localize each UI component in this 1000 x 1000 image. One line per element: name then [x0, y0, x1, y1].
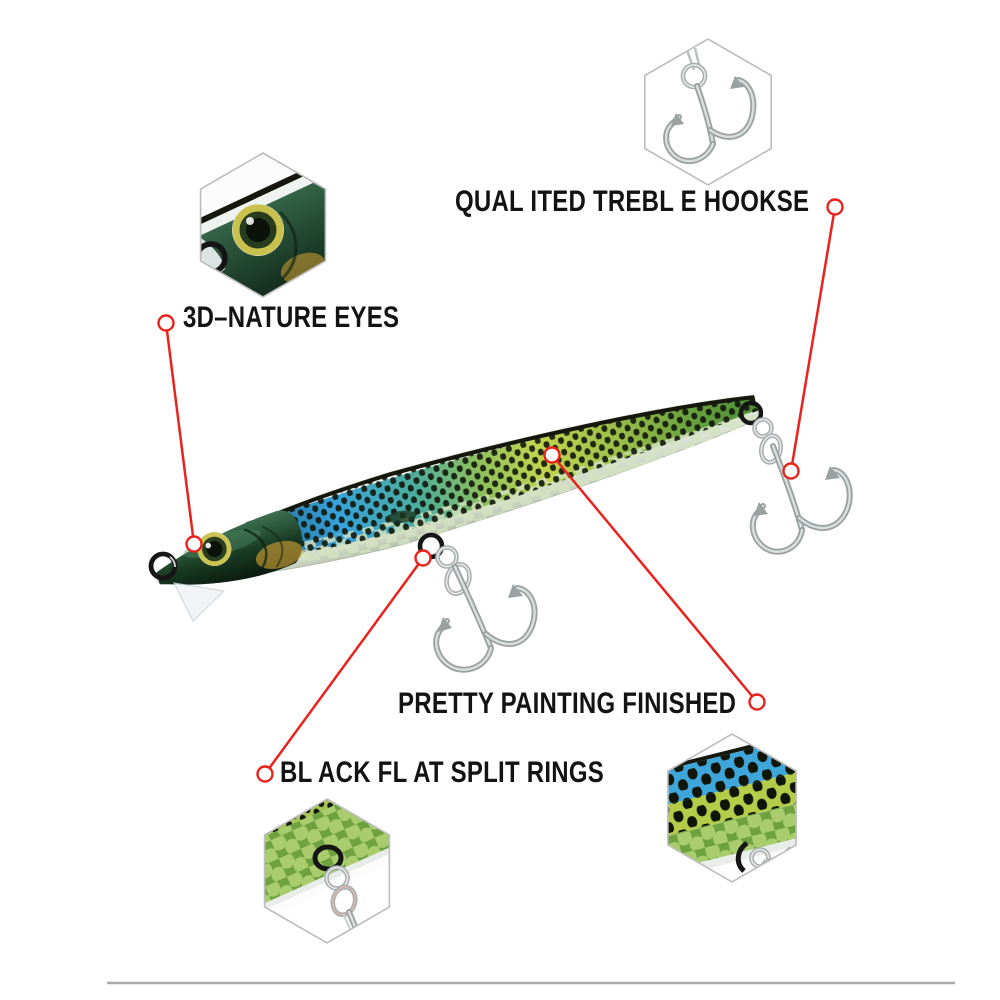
callout-dot [543, 446, 561, 464]
hexagon-paint-pattern-closeup [667, 733, 797, 883]
connector-split-rings [256, 549, 432, 783]
callout-dot [256, 765, 274, 783]
hexagon-treble-hook-closeup [644, 38, 772, 186]
callout-label-treble-hooks: QUAL ITED TREBL E HOOKSE [455, 185, 810, 218]
callout-dot [185, 535, 203, 553]
hexagon-eye-closeup [199, 152, 327, 298]
callout-label-painting: PRETTY PAINTING FINISHED [398, 687, 737, 720]
connector-treble-hooks [782, 198, 844, 480]
chin-bib [173, 582, 226, 622]
callout-dot [414, 549, 432, 567]
callout-connectors [157, 198, 844, 783]
nose-split-ring [148, 551, 178, 581]
lure-body [156, 394, 761, 586]
callout-dot [782, 462, 800, 480]
callout-label-nature-eyes: 3D–NATURE EYES [183, 301, 400, 334]
connector-nature-eyes [157, 314, 203, 553]
lure-illustration [148, 394, 853, 673]
callout-dot [748, 693, 766, 711]
belly-treble-hook [417, 532, 538, 673]
connector-painting [543, 446, 766, 711]
tail-treble-hook [738, 400, 853, 555]
lure-eye [197, 532, 232, 567]
callout-dot [826, 198, 844, 216]
callout-label-split-rings: BL ACK FL AT SPLIT RINGS [280, 756, 604, 789]
callout-dot [157, 314, 175, 332]
